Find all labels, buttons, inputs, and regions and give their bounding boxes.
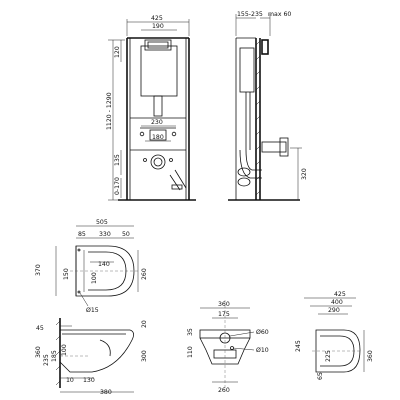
dim-top-offset: 120 [114,46,121,58]
dim-side-b2: 10 [66,377,74,384]
dim-front-width: 360 [218,301,230,308]
frame-front-view: 425 190 1120 - 1290 120 135 0-170 230 18… [106,15,196,201]
bowl-front-view: 360 175 35 110 Ø60 Ø10 260 [187,300,269,394]
bowl-side-view: 45 20 360 235 185 100 300 130 10 380 [35,318,148,396]
dim-side-h1: 360 [35,346,42,358]
dim-bowl-seat: 150 [63,268,70,280]
seat-top-view: 425 400 290 245 225 360 65 [295,291,374,380]
dim-front-d1: Ø60 [256,328,269,336]
dim-bowl-width: 370 [35,264,42,276]
dim-side-h3: 185 [51,350,58,362]
dim-side-h5: 300 [141,350,148,362]
dim-center-gap: 180 [152,134,164,141]
frame-side-view: 155-235 max 60 320 [228,11,308,201]
dim-drain-height: 320 [301,168,308,180]
dim-front-height: 110 [187,346,194,358]
dim-side-h2: 235 [43,354,50,366]
dim-seat-inner: 400 [331,299,343,306]
dim-side-top: 45 [36,325,44,332]
dim-bowl-inner-w: 140 [98,261,110,268]
dim-front-base: 260 [218,387,230,394]
dim-front-top: 35 [187,328,194,336]
dim-depth-max: max 60 [268,11,291,18]
bowl-top-view: 505 85 330 50 370 150 140 100 260 Ø15 [35,219,148,314]
dim-side-h4: 100 [61,344,68,356]
dim-side-b3: 380 [100,389,112,396]
dim-side-b1: 130 [83,377,95,384]
dim-seat-inner-height: 225 [325,350,332,362]
dim-bowl-side: 260 [141,268,148,280]
dim-install-height: 1120 - 1290 [106,92,113,130]
dim-bowl-length: 505 [96,219,108,226]
dim-depth-range: 155-235 [237,11,263,18]
dim-bowl-inner-b: 50 [122,231,130,238]
dim-frame-inner-width: 190 [152,23,164,30]
dim-seat-height: 245 [295,340,302,352]
dim-bowl-front: 85 [78,231,86,238]
dim-seat-bottom: 65 [317,372,324,380]
dim-bowl-hole: Ø15 [86,306,99,314]
dim-seat-depth: 360 [367,350,374,362]
dim-bowl-r: 100 [91,272,98,284]
dim-front-d2: Ø10 [256,346,269,354]
dim-button-offset: 230 [151,119,163,126]
dim-bowl-inner-a: 330 [99,231,111,238]
dim-outlet-height: 135 [114,154,121,166]
dim-front-inner: 175 [218,311,230,318]
dim-side-r: 20 [141,320,148,328]
dim-feet-range: 0-170 [114,177,121,195]
dim-frame-width: 425 [151,15,163,22]
dim-seat-width: 425 [334,291,346,298]
dim-seat-r: 290 [328,307,340,314]
